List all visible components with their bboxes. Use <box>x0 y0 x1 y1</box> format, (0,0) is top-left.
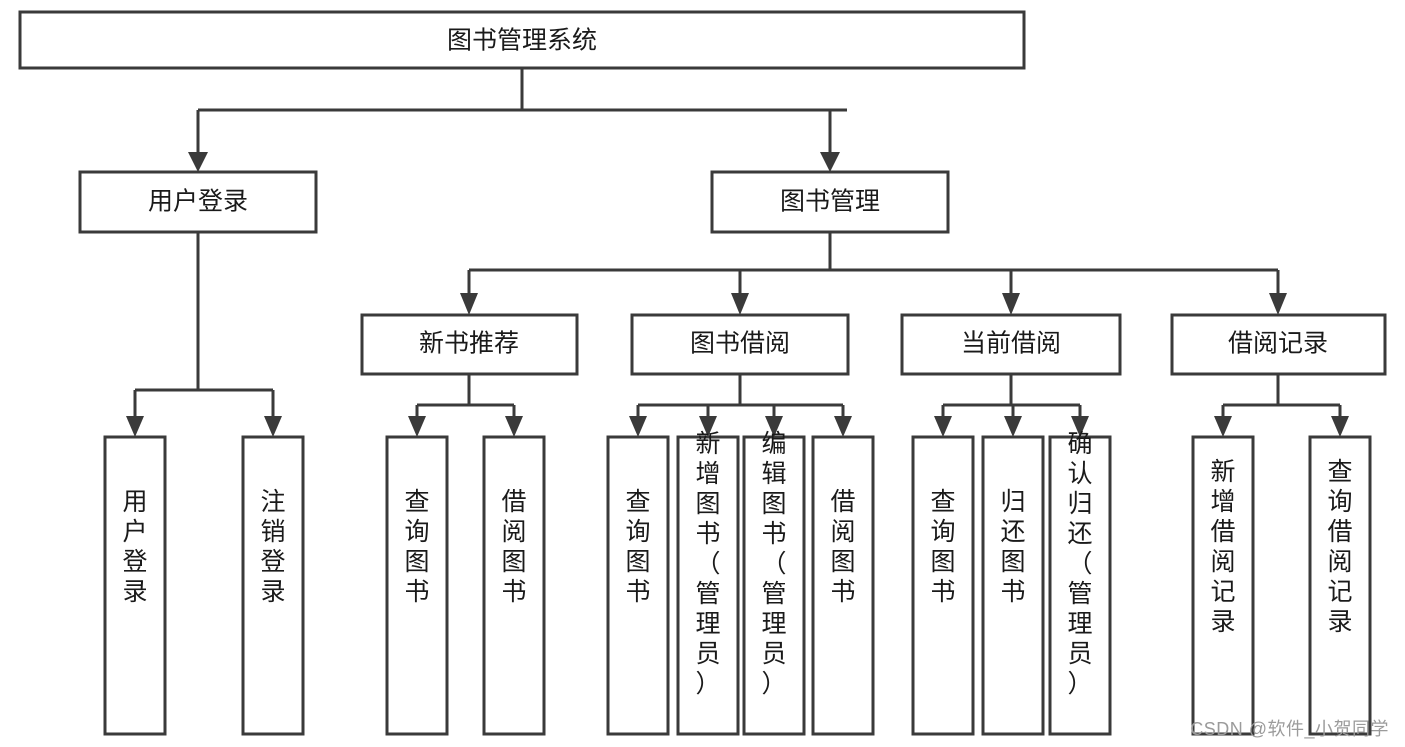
arrow-head-leaf-book-borrow-4 <box>834 416 852 437</box>
arrow-head-current-borrow <box>1002 293 1020 315</box>
arrow-head-leaf-borrow-record-2 <box>1331 416 1349 437</box>
arrow-head-book-mgmt <box>820 152 840 172</box>
node-user-login-label: 用户登录 <box>148 188 248 216</box>
arrow-head-leaf-current-borrow-3 <box>1071 416 1089 437</box>
leaf-user-login-2-label: 注销登录 <box>260 488 285 606</box>
leaf-current-borrow-3[interactable]: 确认归还（管理员） <box>1048 430 1112 736</box>
leaf-user-login-2[interactable]: 注销登录 <box>241 435 305 736</box>
leaf-borrow-record-2-box <box>1308 435 1372 736</box>
arrow-head-leaf-user-login-2 <box>264 416 282 437</box>
arrow-head-book-borrow <box>731 293 749 315</box>
leaf-current-borrow-1-label: 查询图书 <box>930 488 955 606</box>
node-root-box <box>18 10 1026 70</box>
arrow-head-leaf-new-book-1 <box>408 416 426 437</box>
leaf-new-book-2[interactable]: 借阅图书 <box>482 435 546 736</box>
arrow-head-leaf-borrow-record-1 <box>1214 416 1232 437</box>
node-user-login[interactable]: 用户登录 <box>78 170 318 234</box>
leaf-user-login-2-box <box>241 435 305 736</box>
arrow-head-new-book-recommend <box>460 293 478 315</box>
node-user-login-box <box>78 170 318 234</box>
node-current-borrow-label: 当前借阅 <box>961 330 1061 358</box>
arrow-head-leaf-user-login-1 <box>126 416 144 437</box>
leaf-book-borrow-4-label: 借阅图书 <box>830 488 855 606</box>
node-new-book-recommend[interactable]: 新书推荐 <box>360 313 579 376</box>
leaf-book-borrow-1-label: 查询图书 <box>625 488 650 606</box>
leaf-new-book-1[interactable]: 查询图书 <box>385 435 449 736</box>
arrow-head-borrow-record <box>1269 293 1287 315</box>
connector-layer <box>126 68 1349 437</box>
leaf-current-borrow-1[interactable]: 查询图书 <box>911 435 975 736</box>
node-new-book-recommend-label: 新书推荐 <box>419 330 519 358</box>
leaf-new-book-2-box <box>482 435 546 736</box>
arrow-head-leaf-current-borrow-2 <box>1004 416 1022 437</box>
node-book-borrow-label: 图书借阅 <box>690 330 790 358</box>
leaf-current-borrow-2-label: 归还图书 <box>1000 488 1025 606</box>
leaf-borrow-record-2-label: 查询借阅记录 <box>1327 458 1352 636</box>
leaf-book-borrow-4-box <box>811 435 875 736</box>
leaf-book-borrow-1-box <box>606 435 670 736</box>
node-root-label: 图书管理系统 <box>447 27 597 55</box>
leaf-book-borrow-2[interactable]: 新增图书（管理员） <box>676 430 740 736</box>
leaf-current-borrow-1-box <box>911 435 975 736</box>
node-current-borrow[interactable]: 当前借阅 <box>900 313 1122 376</box>
arrow-head-leaf-new-book-2 <box>505 416 523 437</box>
leaf-new-book-1-label: 查询图书 <box>404 488 429 606</box>
leaf-new-book-1-box <box>385 435 449 736</box>
arrow-head-leaf-book-borrow-1 <box>629 416 647 437</box>
leaf-user-login-1-label: 用户登录 <box>122 488 147 606</box>
leaf-book-borrow-2-box <box>676 435 740 736</box>
leaf-book-borrow-1[interactable]: 查询图书 <box>606 435 670 736</box>
leaf-book-borrow-3-box <box>742 435 806 736</box>
node-book-borrow-box <box>630 313 850 376</box>
leaf-borrow-record-1-box <box>1191 435 1255 736</box>
leaf-user-login-1[interactable]: 用户登录 <box>103 435 167 736</box>
node-current-borrow-box <box>900 313 1122 376</box>
node-new-book-recommend-box <box>360 313 579 376</box>
arrow-head-leaf-book-borrow-3 <box>765 416 783 437</box>
leaf-book-borrow-2-label: 新增图书（管理员） <box>695 430 720 698</box>
leaf-current-borrow-3-label: 确认归还（管理员） <box>1067 430 1092 698</box>
node-borrow-record-label: 借阅记录 <box>1228 330 1328 358</box>
leaf-current-borrow-2-box <box>981 435 1045 736</box>
leaf-user-login-1-box <box>103 435 167 736</box>
leaf-book-borrow-3[interactable]: 编辑图书（管理员） <box>742 430 806 736</box>
leaf-borrow-record-2[interactable]: 查询借阅记录 <box>1308 435 1372 736</box>
arrow-head-user-login <box>188 152 208 172</box>
leaf-borrow-record-1[interactable]: 新增借阅记录 <box>1191 435 1255 736</box>
leaf-borrow-record-1-label: 新增借阅记录 <box>1210 458 1235 636</box>
node-book-management-label: 图书管理 <box>780 188 880 216</box>
csdn-watermark: CSDN @软件_小贺同学 <box>1190 719 1389 739</box>
node-borrow-record[interactable]: 借阅记录 <box>1170 313 1387 376</box>
arrow-head-leaf-book-borrow-2 <box>699 416 717 437</box>
node-borrow-record-box <box>1170 313 1387 376</box>
leaf-book-borrow-3-label: 编辑图书（管理员） <box>761 430 786 698</box>
leaf-new-book-2-label: 借阅图书 <box>501 488 526 606</box>
node-root[interactable]: 图书管理系统 <box>18 10 1026 70</box>
leaf-current-borrow-2[interactable]: 归还图书 <box>981 435 1045 736</box>
leaf-current-borrow-3-box <box>1048 435 1112 736</box>
node-book-management-box <box>710 170 950 234</box>
node-book-management[interactable]: 图书管理 <box>710 170 950 234</box>
leaf-book-borrow-4[interactable]: 借阅图书 <box>811 435 875 736</box>
arrow-head-leaf-current-borrow-1 <box>934 416 952 437</box>
node-book-borrow[interactable]: 图书借阅 <box>630 313 850 376</box>
